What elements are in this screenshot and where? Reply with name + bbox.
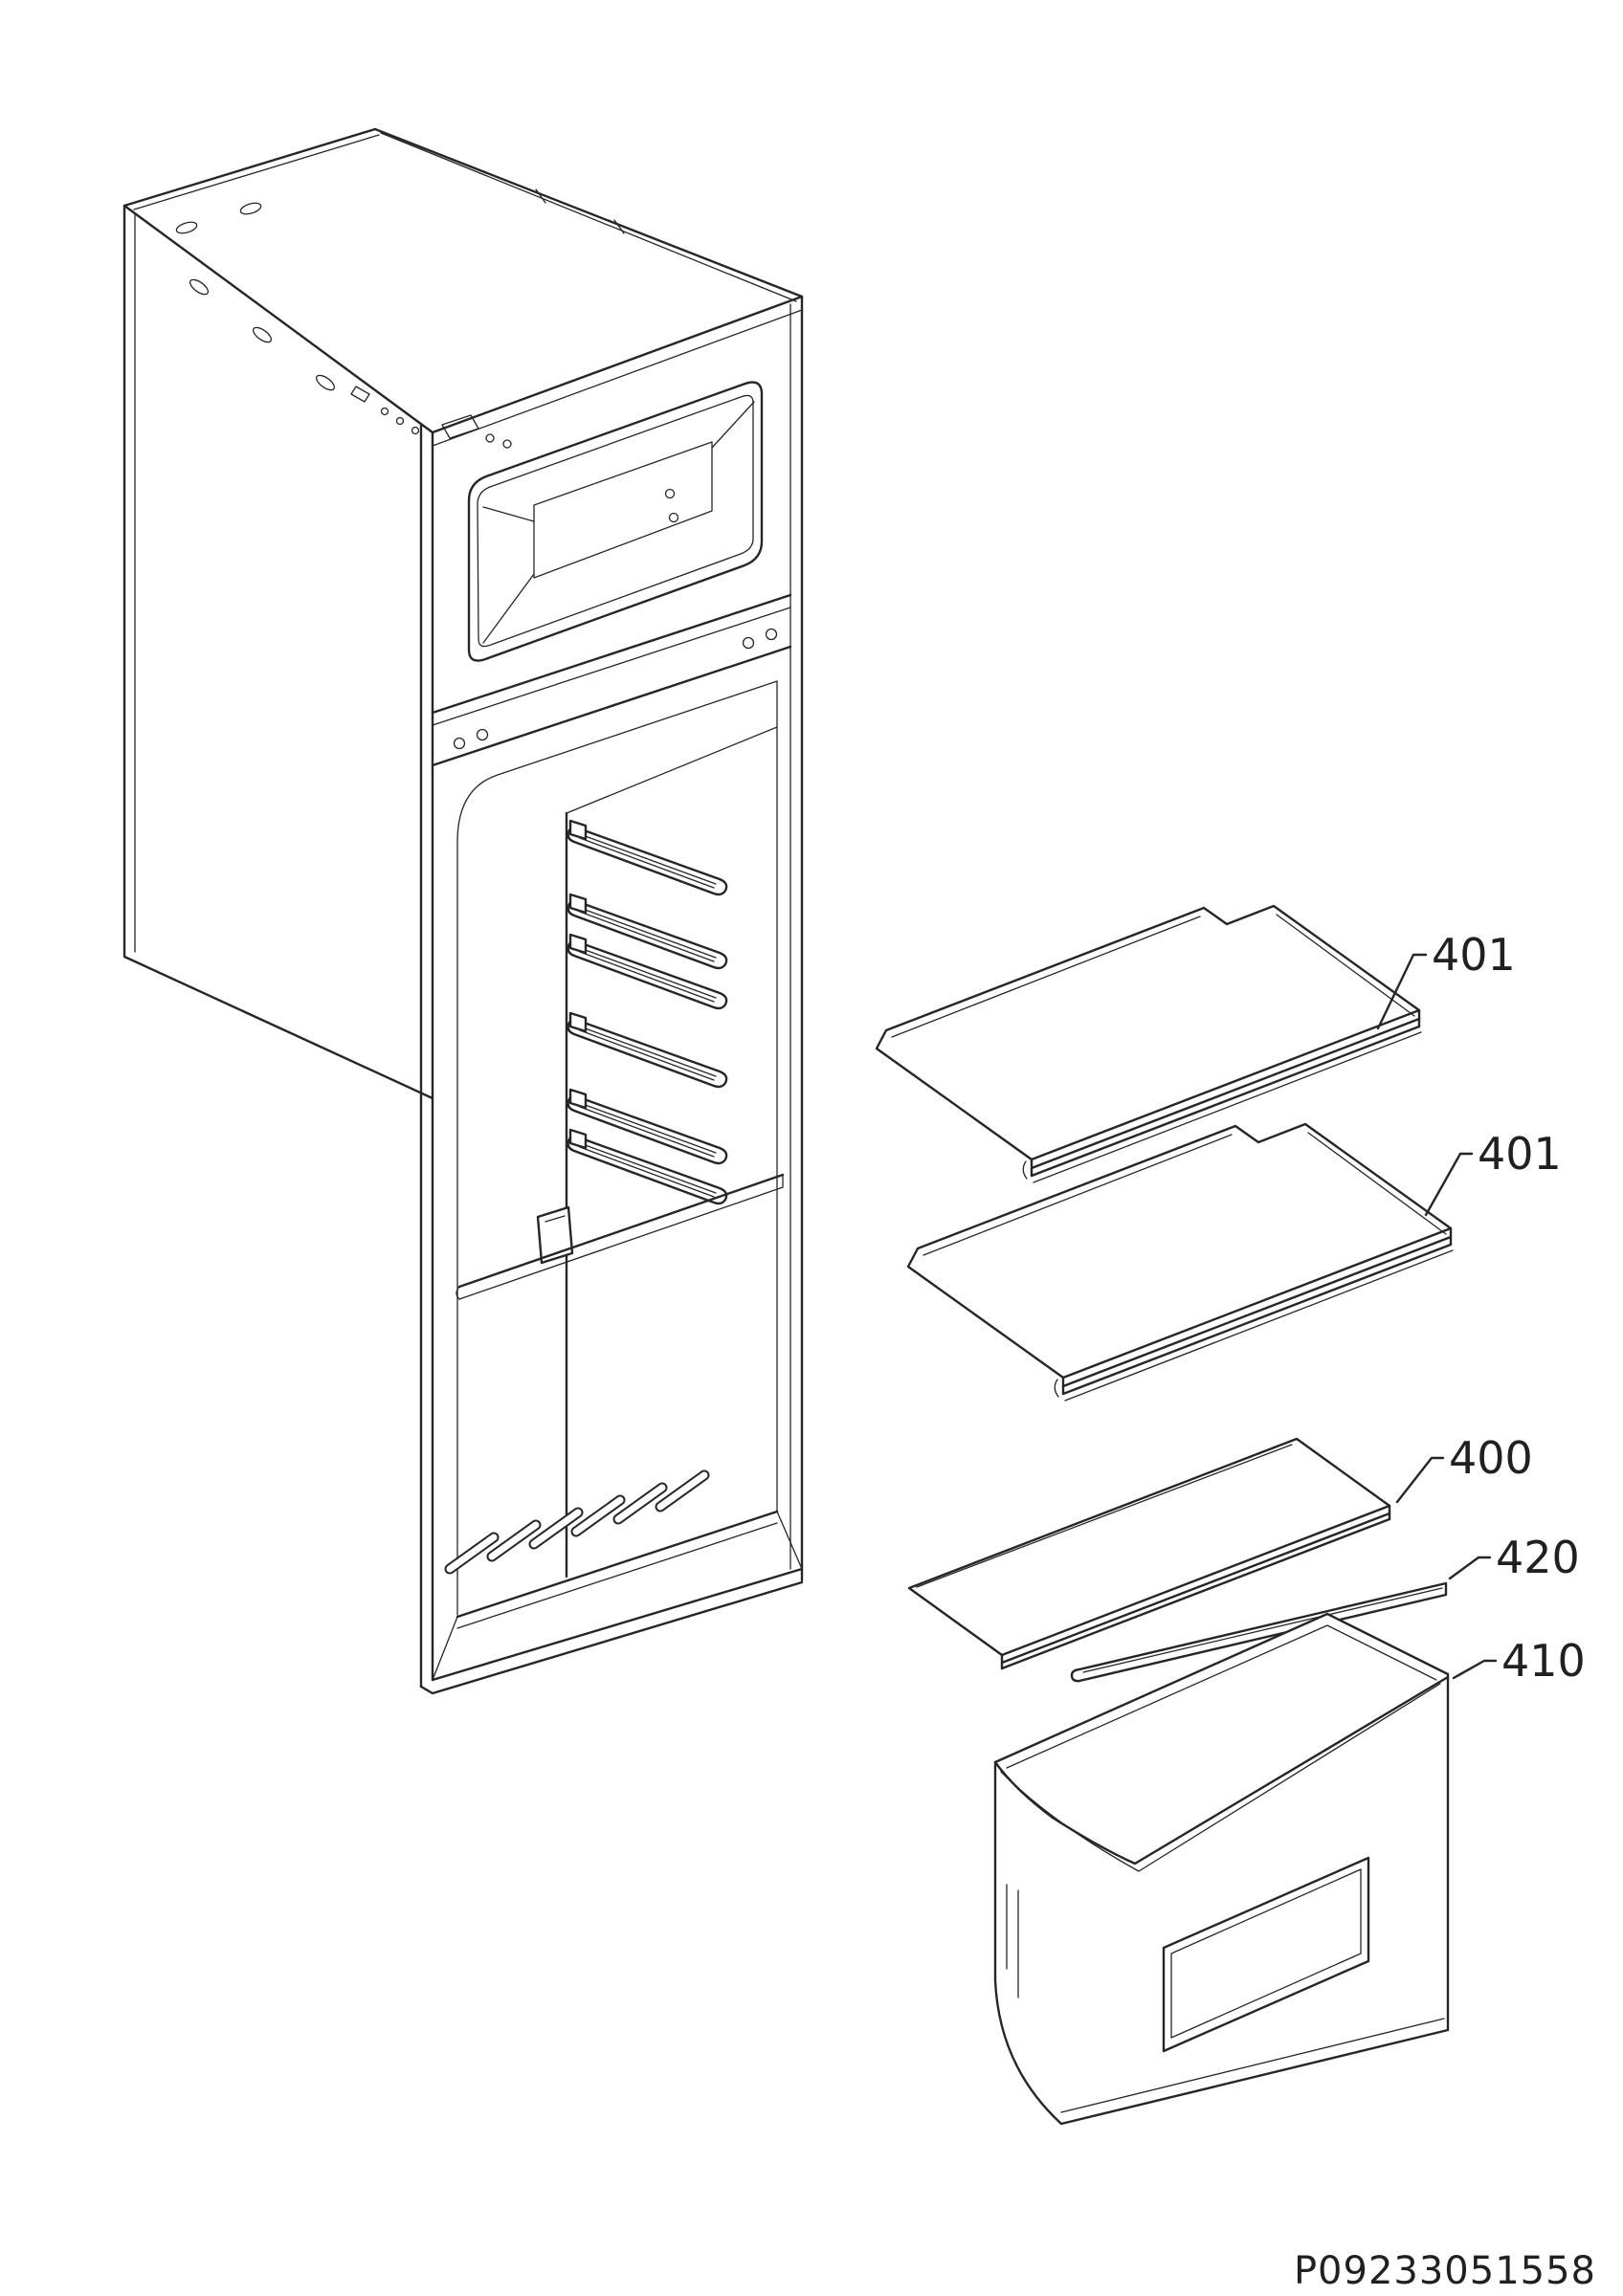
callout-label-400: 400 [1449, 1432, 1533, 1484]
callout-label-410: 410 [1501, 1635, 1586, 1687]
screw-hole [476, 728, 489, 741]
screw-slot [315, 374, 336, 391]
leader-line [1376, 953, 1428, 1030]
document-part-number: P09233051558 [1294, 2249, 1596, 2293]
callout-label-401-lower: 401 [1478, 1128, 1562, 1180]
freezer-compartment [467, 381, 764, 662]
callout-401-upper: 401 [1376, 929, 1516, 1030]
cabinet-front-frame [419, 295, 804, 1695]
screw-slot [239, 202, 262, 215]
leader-line [1448, 1556, 1492, 1580]
screw-hole [742, 636, 755, 650]
fridge-interior-liner [432, 680, 803, 1681]
part-trim-strip-420 [1070, 1581, 1448, 1683]
refrigerator-cabinet [122, 127, 804, 1695]
callout-410: 410 [1452, 1635, 1586, 1687]
callout-401-lower: 401 [1424, 1128, 1562, 1217]
leader-line [1395, 1456, 1445, 1504]
drain-hole [668, 512, 679, 523]
callout-label-420: 420 [1496, 1532, 1580, 1583]
screw-hole [453, 737, 466, 750]
leader-line [1424, 1152, 1474, 1217]
callout-label-401-upper: 401 [1432, 929, 1516, 981]
callout-400: 400 [1395, 1432, 1533, 1504]
drawer-side-slots [1006, 1884, 1019, 1998]
screw-slot [189, 278, 210, 296]
part-crisper-drawer-410 [993, 1612, 1450, 2126]
screw-slot [175, 221, 198, 234]
fridge-floor [432, 1475, 803, 1681]
cabinet-left-panel [122, 204, 434, 1100]
cabinet-top-face [122, 127, 804, 449]
leader-line [1452, 1659, 1498, 1680]
drawer-front-window [1162, 1856, 1370, 2053]
shelf-rails [567, 819, 728, 1205]
crisper-cover-support [456, 1173, 785, 1300]
part-glass-shelf-401-lower [906, 1122, 1455, 1402]
screw-hole [765, 628, 778, 641]
compartment-divider [431, 593, 792, 767]
screw-slot [252, 326, 273, 343]
part-glass-shelf-401-upper [875, 904, 1423, 1184]
callout-420: 420 [1448, 1532, 1580, 1583]
drain-hole [664, 488, 676, 499]
